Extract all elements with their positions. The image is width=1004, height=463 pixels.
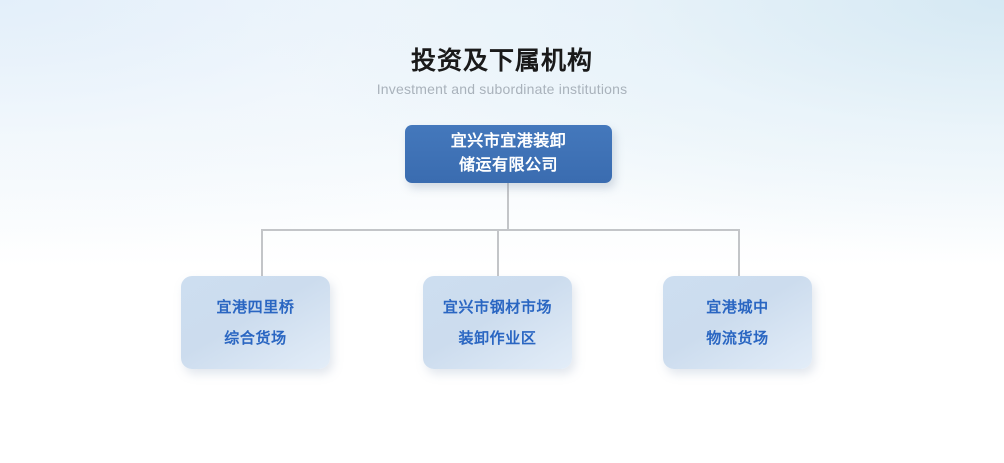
org-node-root-line-2: 储运有限公司 <box>458 157 558 174</box>
org-node-root-line-1: 宜兴市宜港装卸 <box>450 133 567 150</box>
org-node-child-1-line-1: 宜港四里桥 <box>216 298 295 316</box>
connector-horizontal-bus <box>261 229 740 231</box>
org-node-child-3[interactable]: 宜港城中 物流货场 <box>663 276 812 369</box>
org-node-child-2-line-1: 宜兴市钢材市场 <box>442 298 553 316</box>
connector-root-stem <box>507 182 509 231</box>
org-node-child-1-line-2: 综合货场 <box>224 329 287 347</box>
org-node-root[interactable]: 宜兴市宜港装卸 储运有限公司 <box>405 125 612 183</box>
org-node-child-3-line-1: 宜港城中 <box>706 298 769 316</box>
org-node-child-2-line-2: 装卸作业区 <box>458 329 537 347</box>
connector-drop-child-2 <box>497 230 499 277</box>
page-subtitle: Investment and subordinate institutions <box>376 81 628 97</box>
chart-heading: 投资及下属机构 Investment and subordinate insti… <box>0 46 1004 98</box>
connector-drop-child-3 <box>738 230 740 277</box>
page-title: 投资及下属机构 <box>410 47 593 75</box>
org-node-child-3-line-2: 物流货场 <box>706 329 769 347</box>
org-node-child-1[interactable]: 宜港四里桥 综合货场 <box>181 276 330 369</box>
connector-drop-child-1 <box>261 230 263 277</box>
org-node-child-2[interactable]: 宜兴市钢材市场 装卸作业区 <box>423 276 572 369</box>
